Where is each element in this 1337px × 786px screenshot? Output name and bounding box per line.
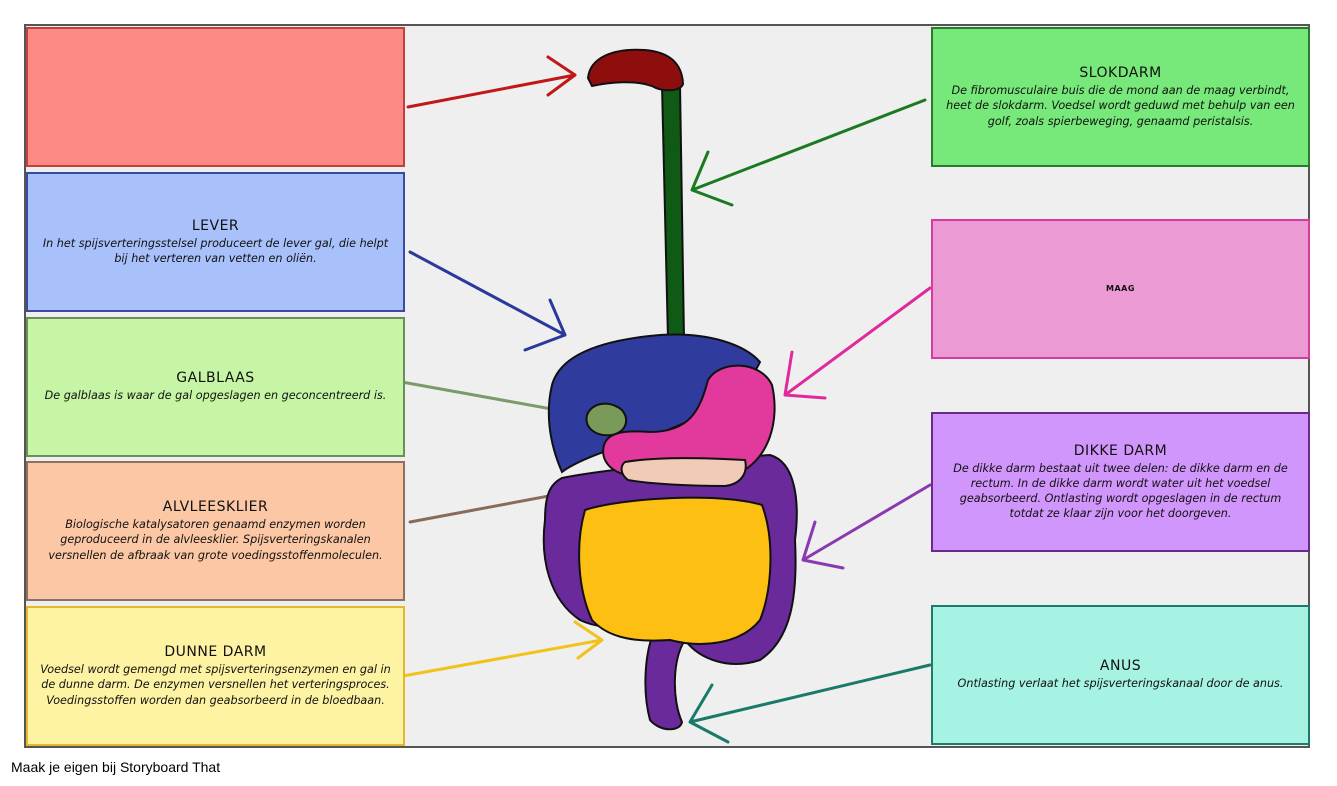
mouth [586,48,685,92]
box-maag: MAAG [931,219,1310,359]
box-galblaas-text: De galblaas is waar de gal opgeslagen en… [44,389,387,403]
box-alvleesklier-title: ALVLEESKLIER [162,499,269,516]
box-dunne-darm-title: DUNNE DARM [164,644,267,661]
arrow-maag [783,286,932,400]
box-slokdarm-text: De fibromusculaire buis die de mond aan … [946,84,1295,128]
box-lever-title: LEVER [191,217,240,234]
box-dikke-darm: DIKKE DARM De dikke darm bestaat uit twe… [931,412,1310,552]
arrow-anus [688,663,932,744]
box-galblaas: GALBLAAS De galblaas is waar de gal opge… [26,317,405,457]
arrow-mond [406,55,577,109]
gallbladder [585,402,628,437]
box-alvleesklier: ALVLEESKLIER Biologische katalysatoren g… [26,461,405,601]
pancreas [620,457,747,488]
box-galblaas-title: GALBLAAS [176,370,255,387]
box-dunne-darm-text: Voedsel wordt gemengd met spijsvertering… [40,663,391,707]
box-slokdarm-title: SLOKDARM [1079,65,1162,82]
arrow-slokdarm [690,98,927,207]
box-slokdarm: SLOKDARM De fibromusculaire buis die de … [931,27,1310,167]
box-alvleesklier-text: Biologische katalysatoren genaamd enzyme… [48,518,383,562]
arrow-lever [408,250,567,352]
box-lever-text: In het spijsverteringsstelsel produceert… [42,236,389,265]
small-intestine [578,496,772,645]
box-dikke-darm-title: DIKKE DARM [1073,442,1168,459]
esophagus [660,84,686,341]
organs [542,48,798,731]
footer-credit[interactable]: Maak je eigen bij Storyboard That [11,759,221,775]
box-anus: ANUS Ontlasting verlaat het spijsverteri… [931,605,1310,745]
arrow-dikke-darm [801,483,932,570]
box-maag-title: MAAG [1106,283,1135,293]
arrow-dunne-darm [401,620,604,678]
box-mond [26,27,405,167]
box-anus-text: Ontlasting verlaat het spijsverteringska… [957,677,1284,691]
box-lever: LEVER In het spijsverteringsstelsel prod… [26,172,405,312]
box-anus-title: ANUS [1099,658,1142,675]
box-dikke-darm-text: De dikke darm bestaat uit twee delen: de… [953,461,1288,521]
box-dunne-darm: DUNNE DARM Voedsel wordt gemengd met spi… [26,606,405,746]
